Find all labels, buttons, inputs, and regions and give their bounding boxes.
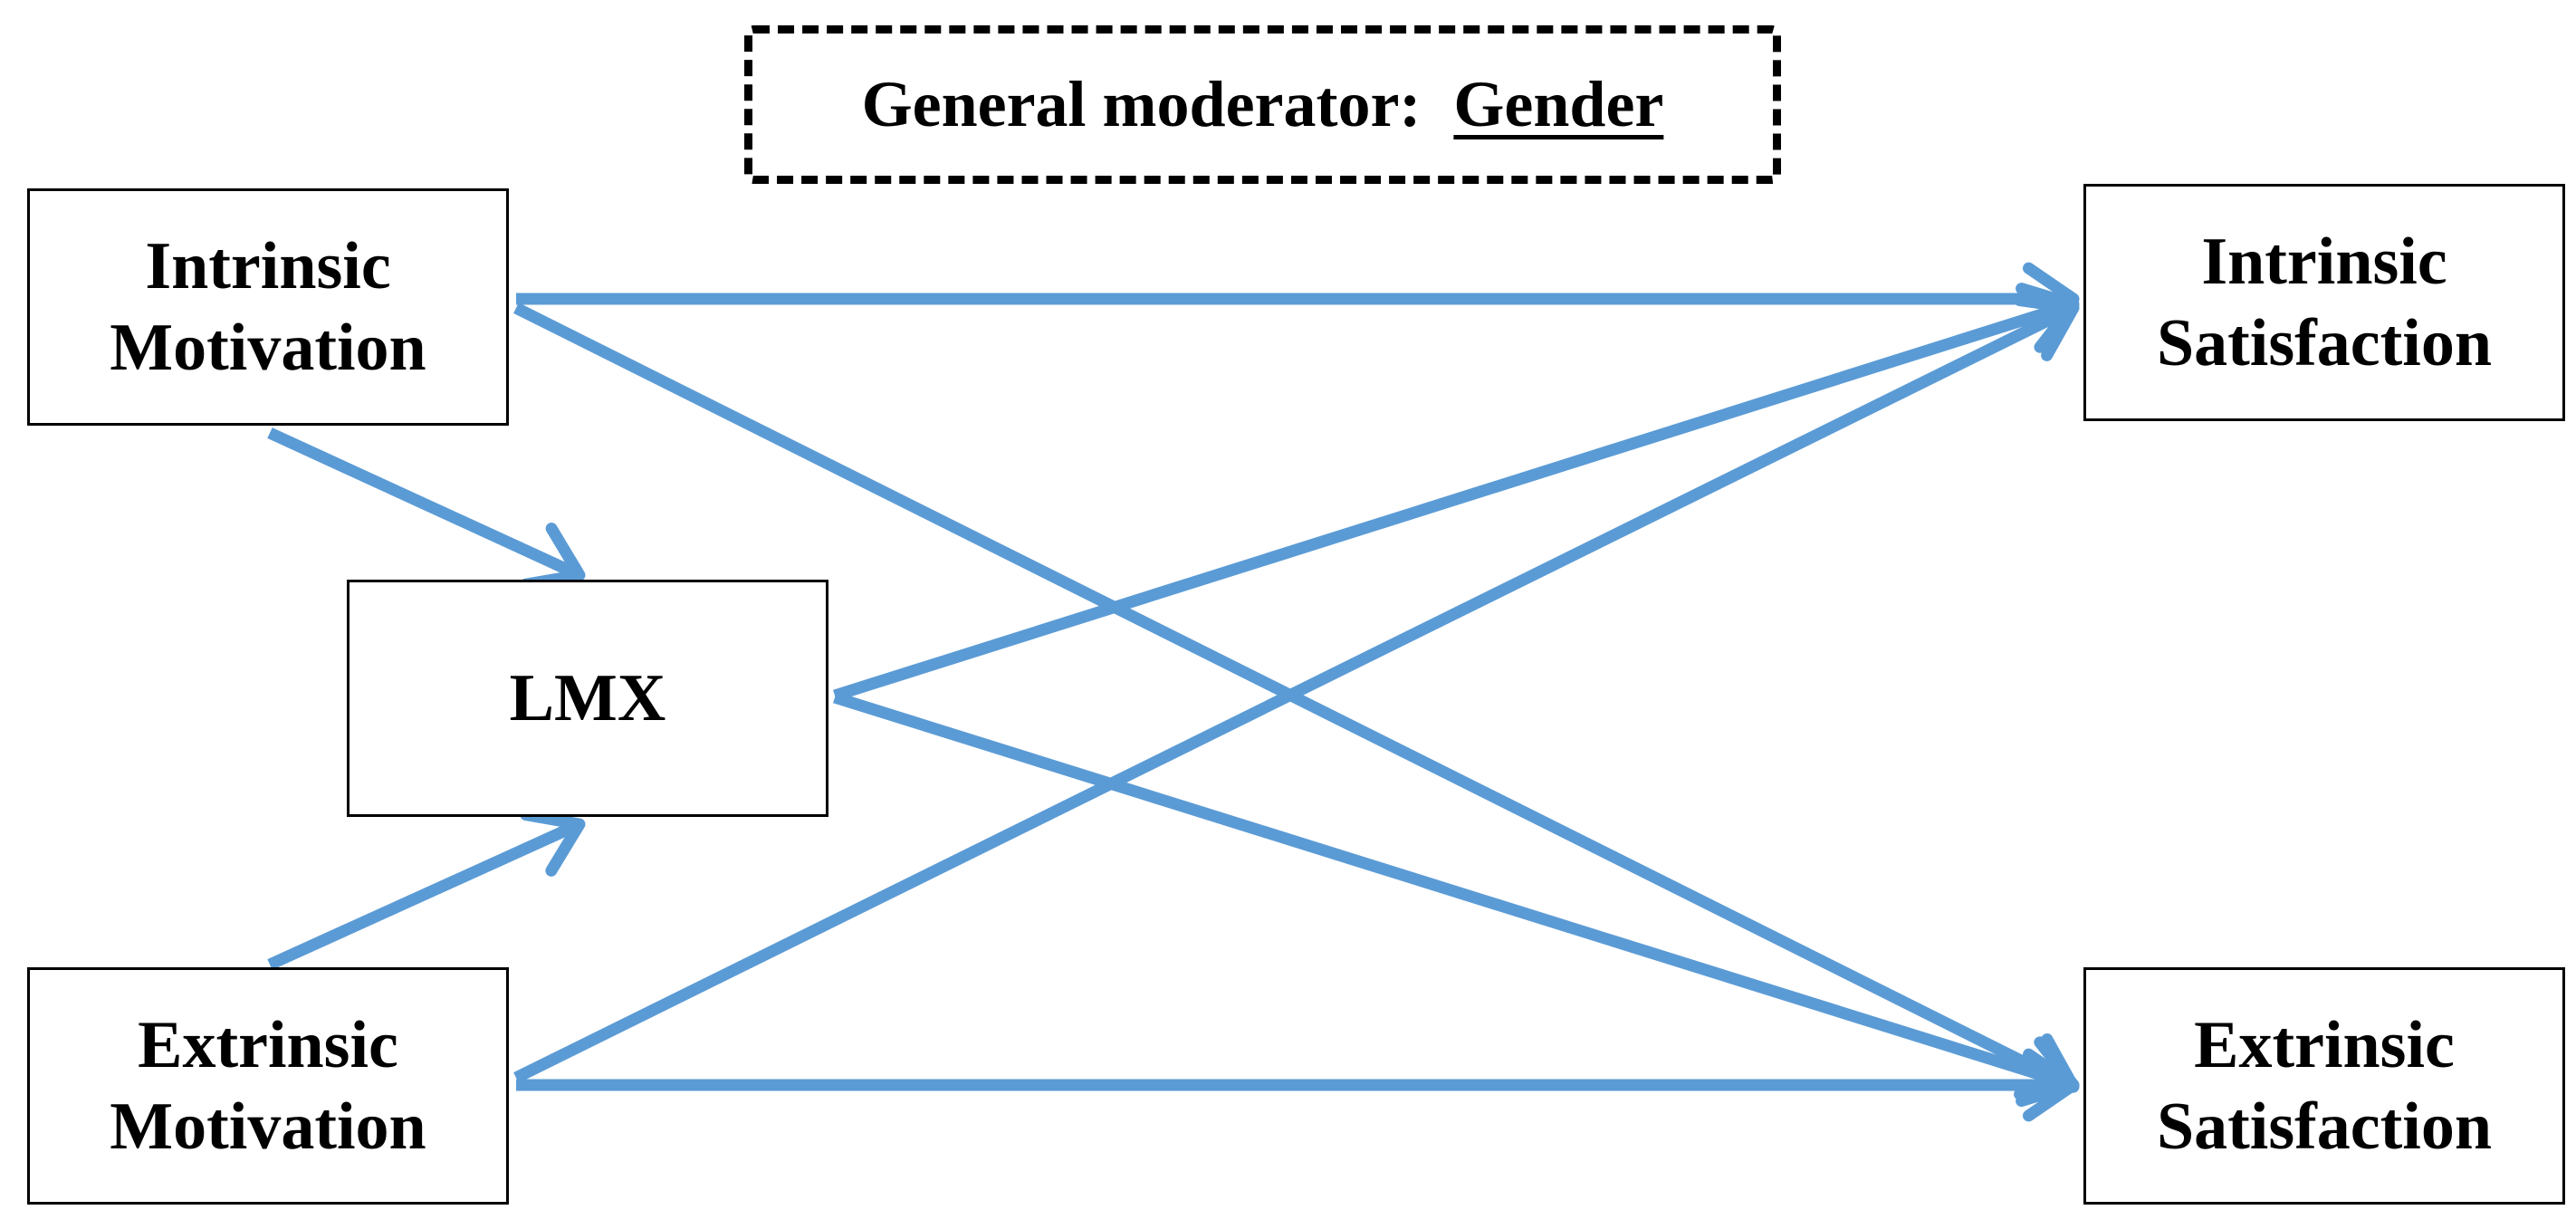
edge-line — [833, 298, 2075, 702]
edge-line — [833, 691, 2075, 1091]
node-extrinsic-satisfaction-line1: Extrinsic — [2194, 1007, 2455, 1082]
edge-extrinsic-motivation-to-extrinsic-satisfaction — [516, 1048, 2080, 1122]
arrowhead-icon — [520, 809, 586, 877]
node-intrinsic-satisfaction-line2: Satisfaction — [2157, 306, 2492, 380]
edge-lmx-to-extrinsic-satisfaction — [833, 691, 2080, 1108]
node-extrinsic-satisfaction-line2: Satisfaction — [2157, 1090, 2492, 1164]
node-extrinsic-satisfaction: Extrinsic Satisfaction — [2083, 967, 2565, 1205]
edge-extrinsic-motivation-to-lmx — [267, 809, 586, 970]
moderator-box: General moderator: Gender — [744, 25, 1781, 184]
edge-line — [267, 427, 582, 581]
edge-line — [513, 302, 2076, 1083]
arrowhead-icon — [2016, 283, 2080, 353]
moderator-label: General moderator: — [861, 68, 1422, 140]
node-intrinsic-motivation-line2: Motivation — [110, 311, 426, 385]
node-extrinsic-motivation-line2: Motivation — [110, 1090, 426, 1164]
edge-intrinsic-motivation-to-lmx — [267, 427, 586, 591]
node-intrinsic-satisfaction: Intrinsic Satisfaction — [2083, 184, 2565, 421]
moderator-value: Gender — [1453, 68, 1664, 140]
node-intrinsic-motivation: Intrinsic Motivation — [27, 188, 509, 426]
node-intrinsic-satisfaction-line1: Intrinsic — [2201, 224, 2447, 299]
node-lmx-label: LMX — [509, 660, 666, 735]
node-extrinsic-motivation-line1: Extrinsic — [138, 1007, 398, 1082]
arrowhead-icon — [2016, 1036, 2080, 1108]
node-lmx: LMX — [347, 580, 828, 817]
edge-lmx-to-intrinsic-satisfaction — [833, 283, 2080, 702]
edge-intrinsic-motivation-to-intrinsic-satisfaction — [516, 262, 2080, 336]
edge-line — [267, 819, 582, 970]
node-intrinsic-motivation-line1: Intrinsic — [145, 228, 391, 303]
node-extrinsic-motivation: Extrinsic Motivation — [27, 967, 509, 1205]
